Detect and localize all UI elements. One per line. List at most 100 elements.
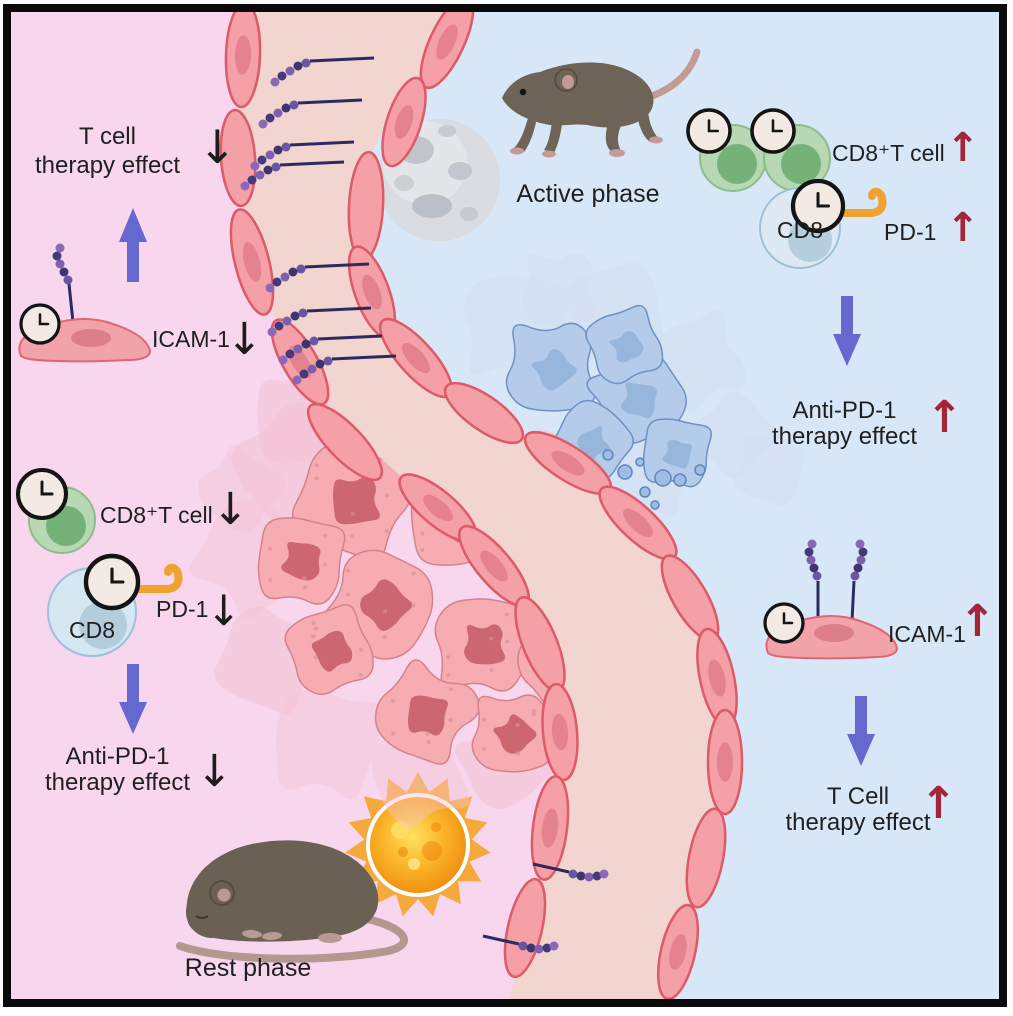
icam1-bead — [812, 571, 822, 581]
icam1-bead — [59, 267, 69, 277]
cd8-t-cell-label-left: CD8⁺T cell — [100, 502, 213, 528]
cd8-cell-text-right: CD8 — [776, 217, 823, 243]
icam1-increase-arrow: ↑ — [959, 596, 996, 647]
pd1-label-right: PD-1 — [884, 219, 937, 245]
icam1-molecule — [292, 354, 397, 385]
icam1-bead — [806, 555, 816, 565]
clock-icon — [15, 467, 69, 521]
t-cell-increase-arrow: ↑ — [920, 778, 957, 829]
clock-icon — [83, 553, 141, 611]
endothelial-cell — [443, 381, 525, 445]
t-cell-therapy-label-left: T cell therapy effect — [35, 123, 180, 179]
tumor-cell-ghost — [197, 444, 287, 532]
blue-tumor-bubble — [617, 464, 633, 480]
icam1-molecule — [278, 334, 383, 365]
blue-tumor-cell-ghost — [732, 435, 805, 506]
endothelial-cell — [656, 903, 700, 1001]
rest-mouse-illustration — [176, 840, 408, 963]
tumor-cell — [284, 604, 374, 696]
anti-pd1-decrease-arrow: ↓ — [196, 746, 233, 797]
icam1-decrease-arrow: ↓ — [226, 314, 263, 365]
icam1-bead — [807, 539, 817, 549]
blue-tumor-bubble — [650, 500, 660, 510]
endothelial-cell — [685, 807, 727, 909]
clock-icon — [686, 108, 732, 154]
cd8-t-cell-increase-arrow: ↑ — [946, 125, 980, 171]
icam1-bead — [63, 275, 73, 285]
clock-icon — [19, 303, 61, 345]
pd1-receptor-left — [132, 563, 183, 593]
tumor-cell — [257, 517, 346, 605]
clock-icon — [763, 602, 805, 644]
blue-tumor-bubble — [635, 457, 645, 467]
endothelial-cell — [696, 627, 738, 729]
t-cell-decrease-arrow: ↓ — [198, 120, 237, 174]
icam1-bead — [855, 539, 865, 549]
icam1-molecule — [267, 306, 372, 337]
icam1-molecule — [258, 98, 363, 129]
figure-border — [3, 4, 1007, 1007]
anti-pd1-increase-arrow: ↑ — [926, 392, 963, 443]
icam1-molecule — [250, 140, 355, 171]
icam1-molecule — [270, 56, 375, 87]
t-cell-therapy-label-right: T Cell therapy effect — [785, 783, 931, 836]
icam1-bead — [809, 563, 819, 573]
anti-pd1-therapy-label-right: Anti-PD-1 therapy effect — [772, 397, 917, 450]
active-phase-label: Active phase — [516, 180, 660, 208]
pd1-increase-arrow: ↑ — [946, 205, 980, 251]
icam1-label-right: ICAM-1 — [888, 621, 966, 647]
emphasis-arrow-down-right-2 — [847, 696, 875, 766]
icam1-bead — [804, 547, 814, 557]
tumor-cell-ghost — [276, 687, 386, 800]
blue-tumor-bubble — [673, 473, 687, 487]
icam1-molecules — [240, 56, 609, 954]
clock-icon — [790, 178, 846, 234]
active-phase-background — [357, 8, 1003, 1003]
icam1-bead-chains — [52, 243, 868, 581]
clock-icons — [15, 108, 846, 644]
tumor-cell — [434, 598, 532, 692]
pd1-label-left: PD-1 — [156, 596, 209, 622]
blue-tumor-cell — [505, 322, 597, 412]
endothelial-cell — [398, 473, 478, 543]
pd1-receptor-right — [836, 187, 887, 217]
tumor-cell — [374, 659, 480, 765]
emphasis-arrow-down-right-1 — [833, 296, 861, 366]
icam1-molecule — [532, 862, 609, 882]
cd8-cell-left — [47, 567, 137, 657]
clock-icon — [750, 108, 796, 154]
icam1-bead — [55, 243, 65, 253]
active-mouse-illustration — [502, 48, 701, 158]
blue-tumor-bubble — [639, 486, 651, 498]
blue-tumor-cell — [585, 304, 664, 385]
emphasis-arrow-down-left — [119, 664, 147, 734]
pd1-decrease-arrow: ↓ — [206, 586, 242, 635]
endothelial-cell — [541, 682, 579, 782]
icam1-bead — [856, 555, 866, 565]
cd8-cell-text-left: CD8 — [68, 617, 115, 643]
tumor-cell — [471, 694, 551, 773]
endothelial-cell — [229, 208, 275, 316]
icam1-bead — [853, 563, 863, 573]
icam1-molecule — [240, 160, 345, 191]
cd8-t-cell-decrease-arrow: ↓ — [212, 484, 249, 535]
cd8-t-cell-label-right: CD8⁺T cell — [832, 140, 945, 166]
icam1-bead — [55, 259, 65, 269]
endothelial-cell — [224, 8, 262, 109]
rest-phase-label: Rest phase — [184, 954, 312, 982]
blue-tumor-cell-ghost — [521, 252, 597, 326]
endothelial-wall — [219, 8, 744, 1001]
icam1-label-left: ICAM-1 — [152, 326, 230, 352]
blue-tumor-bubble — [694, 464, 706, 476]
endothelial-cell — [530, 775, 570, 881]
icam1-bead — [858, 547, 868, 557]
blue-tumor-bubble — [602, 449, 614, 461]
icam1-bead — [850, 571, 860, 581]
icam1-molecule — [265, 262, 370, 293]
sun-icon — [345, 772, 491, 917]
endothelial-cell — [306, 402, 384, 482]
endothelial-cell — [381, 76, 427, 168]
icam1-bead — [52, 251, 62, 261]
